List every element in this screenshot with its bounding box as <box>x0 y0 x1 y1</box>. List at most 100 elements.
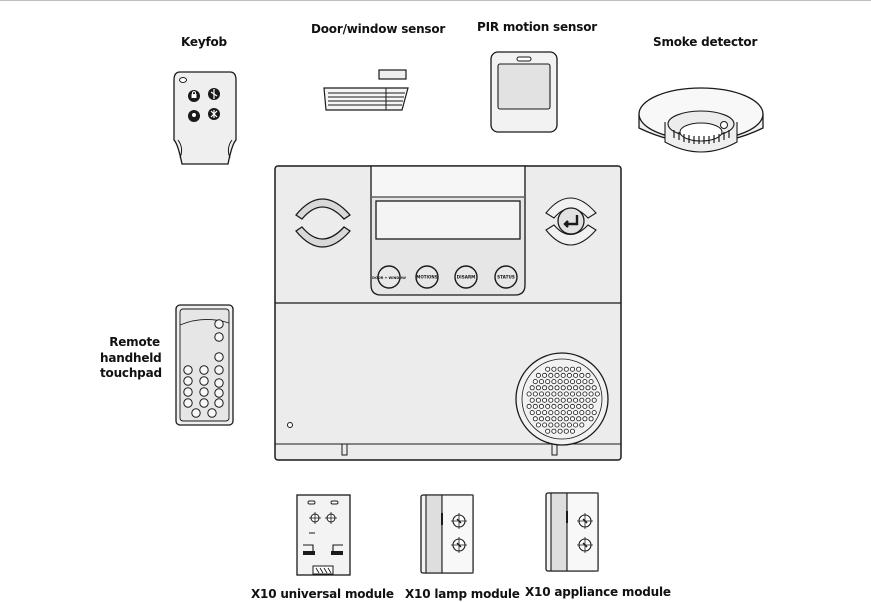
speaker-hole <box>542 385 548 391</box>
speaker-hole <box>576 391 582 397</box>
x10-lamp-module-device <box>419 493 477 577</box>
speaker-hole <box>560 372 566 378</box>
speaker-hole <box>591 397 597 403</box>
speaker-hole <box>582 403 588 409</box>
door-window-sensor-device <box>322 68 412 114</box>
touchpad-key <box>207 408 217 418</box>
pir-motion-sensor-label: PIR motion sensor <box>477 20 597 34</box>
keyfob-device <box>172 70 238 166</box>
speaker-hole <box>591 410 597 416</box>
touchpad-key <box>199 365 209 375</box>
speaker-hole <box>526 391 532 397</box>
disarm-button[interactable]: DISARM <box>454 265 478 289</box>
speaker-hole <box>588 391 594 397</box>
speaker-hole <box>576 403 582 409</box>
speaker-hole <box>557 416 563 422</box>
speaker-hole <box>560 422 566 428</box>
smoke-detector-label: Smoke detector <box>653 35 758 49</box>
speaker-hole <box>579 397 585 403</box>
speaker-hole <box>585 385 591 391</box>
remote-touchpad-label-line-1: Remote <box>109 335 160 349</box>
speaker-hole <box>535 372 541 378</box>
door-window-button[interactable]: DOOR + WINDOW <box>372 265 406 289</box>
remote-touchpad-label: Remote handheld touchpad <box>100 335 162 382</box>
speaker-hole <box>557 403 563 409</box>
speaker-hole <box>566 422 572 428</box>
speaker-hole <box>563 379 569 385</box>
speaker-hole <box>554 372 560 378</box>
speaker-hole <box>579 422 585 428</box>
control-panel: DOOR + WINDOW MOTIONS DISARM STATUS <box>274 163 624 463</box>
speaker-hole <box>538 391 544 397</box>
speaker-hole <box>551 403 557 409</box>
speaker-hole <box>569 391 575 397</box>
speaker-hole <box>554 410 560 416</box>
speaker-hole <box>551 391 557 397</box>
speaker-hole <box>585 410 591 416</box>
speaker-hole <box>545 428 551 434</box>
motions-button[interactable]: MOTIONS <box>415 265 439 289</box>
speaker-hole <box>529 410 535 416</box>
speaker-hole <box>545 391 551 397</box>
speaker-hole <box>535 422 541 428</box>
x10-universal-module-label: X10 universal module <box>251 587 394 601</box>
speaker-hole <box>566 410 572 416</box>
motions-button-label: MOTIONS <box>416 275 437 280</box>
status-button-label: STATUS <box>497 275 515 280</box>
remote-touchpad-label-line-3: touchpad <box>100 366 162 380</box>
speaker-hole <box>560 397 566 403</box>
speaker-hole <box>535 385 541 391</box>
speaker-hole <box>588 379 594 385</box>
panel-buttons: DOOR + WINDOW MOTIONS DISARM STATUS <box>372 265 518 289</box>
lcd-display <box>375 200 521 240</box>
speaker-hole <box>542 422 548 428</box>
speaker-hole <box>529 397 535 403</box>
speaker-hole <box>585 397 591 403</box>
touchpad-key <box>214 378 224 388</box>
speaker-hole <box>569 403 575 409</box>
speaker-hole <box>579 372 585 378</box>
speaker-hole <box>532 391 538 397</box>
speaker-hole <box>526 403 532 409</box>
speaker-hole <box>566 385 572 391</box>
x10-appliance-module-device <box>544 491 602 575</box>
speaker-hole <box>579 410 585 416</box>
speaker-hole <box>545 403 551 409</box>
speaker-hole <box>551 428 557 434</box>
touchpad-key <box>214 352 224 362</box>
speaker-hole <box>573 385 579 391</box>
speaker-hole <box>585 372 591 378</box>
speaker-hole <box>576 366 582 372</box>
speaker-hole <box>582 391 588 397</box>
speaker-hole <box>569 379 575 385</box>
status-button[interactable]: STATUS <box>494 265 518 289</box>
speaker-hole <box>532 379 538 385</box>
speaker-hole <box>545 416 551 422</box>
touchpad-key <box>199 376 209 386</box>
speaker-hole <box>573 410 579 416</box>
speaker-hole <box>569 416 575 422</box>
speaker-hole <box>557 366 563 372</box>
speaker-hole <box>554 422 560 428</box>
speaker-hole <box>563 366 569 372</box>
touchpad-key <box>214 319 224 329</box>
speaker-hole <box>591 385 597 391</box>
speaker-hole <box>563 416 569 422</box>
x10-lamp-module-label: X10 lamp module <box>405 587 520 601</box>
speaker-hole <box>548 410 554 416</box>
speaker-hole <box>548 422 554 428</box>
touchpad-key <box>183 387 193 397</box>
speaker-hole <box>576 416 582 422</box>
speaker-hole <box>563 403 569 409</box>
pir-motion-sensor-device <box>489 50 559 134</box>
speaker-hole <box>554 397 560 403</box>
touchpad-key <box>183 365 193 375</box>
speaker-hole <box>557 428 563 434</box>
speaker-hole <box>542 410 548 416</box>
speaker-hole <box>582 379 588 385</box>
speaker-hole <box>557 391 563 397</box>
touchpad-key <box>191 408 201 418</box>
top-rule <box>0 0 871 1</box>
x10-universal-module-device <box>295 493 353 579</box>
speaker-hole <box>573 372 579 378</box>
